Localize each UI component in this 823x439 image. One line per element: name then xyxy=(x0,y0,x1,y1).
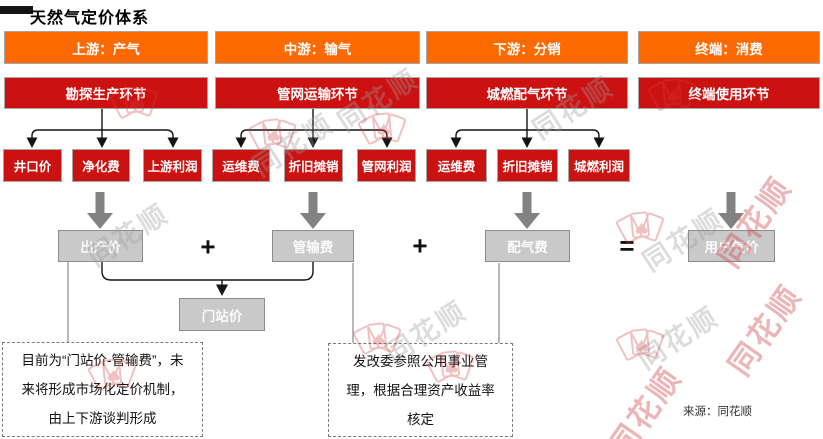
branch-arrowheads xyxy=(26,137,605,296)
component-box-wellhead-price: 井口价 xyxy=(3,149,62,182)
note-line: 目前为“门站价-管输费”，未 xyxy=(21,353,184,368)
segment-box-city-gas-distribution: 城燃配气环节 xyxy=(426,77,628,109)
corner-bar xyxy=(0,6,33,14)
note-connectors xyxy=(67,262,500,343)
component-box-om-fee-pipeline: 运维费 xyxy=(212,149,270,182)
value-box-user-price: 用户气价 xyxy=(688,230,775,262)
note-line: 发改委参照公用事业管 xyxy=(353,353,488,369)
component-box-om-fee-citygas: 运维费 xyxy=(426,149,487,182)
stage-box-terminal: 终端：消费 xyxy=(638,31,820,64)
value-box-citygate-price: 门站价 xyxy=(179,298,265,331)
note-box-citygate-pricing: 目前为“门站价-管输费”，未 来将形成市场化定价机制， 由上下游谈判形成 xyxy=(2,342,203,437)
component-box-purification-fee: 净化费 xyxy=(72,149,130,182)
note-line: 来将形成市场化定价机制， xyxy=(21,382,184,397)
page-title: 天然气定价体系 xyxy=(30,10,150,27)
component-box-pipeline-profit: 管网利润 xyxy=(357,149,416,182)
value-box-distribution-fee: 配气费 xyxy=(485,230,570,262)
component-box-upstream-profit: 上游利润 xyxy=(143,149,202,182)
note-line: 核定 xyxy=(407,411,434,427)
plus-sign-1: + xyxy=(200,231,216,262)
branch-connectors xyxy=(31,109,600,286)
value-box-exfactory-price: 出产价 xyxy=(58,230,143,262)
value-box-transmission-fee: 管输费 xyxy=(272,230,354,262)
component-box-citygas-profit: 城燃利润 xyxy=(568,149,630,182)
stage-box-upstream: 上游：产气 xyxy=(4,31,208,64)
segment-box-terminal-use: 终端使用环节 xyxy=(638,77,820,109)
component-box-depreciation-pipeline: 折旧摊销 xyxy=(284,149,343,182)
equals-sign: = xyxy=(619,230,635,261)
note-box-ndrc-regulation: 发改委参照公用事业管 理，根据合理资产收益率 核定 xyxy=(328,343,513,437)
plus-sign-2: + xyxy=(412,230,428,261)
stage-box-downstream: 下游：分销 xyxy=(426,31,628,64)
segment-box-pipeline-transport: 管网运输环节 xyxy=(215,77,420,109)
stage-box-midstream: 中游：输气 xyxy=(215,31,420,64)
component-box-depreciation-citygas: 折旧摊销 xyxy=(497,149,558,182)
note-line: 由上下游谈判形成 xyxy=(48,411,157,426)
gray-down-arrows xyxy=(87,192,744,229)
segment-box-exploration-production: 勘探生产环节 xyxy=(4,77,208,109)
note-line: 理，根据合理资产收益率 xyxy=(346,382,495,398)
source-label: 来源：同花顺 xyxy=(683,406,752,418)
